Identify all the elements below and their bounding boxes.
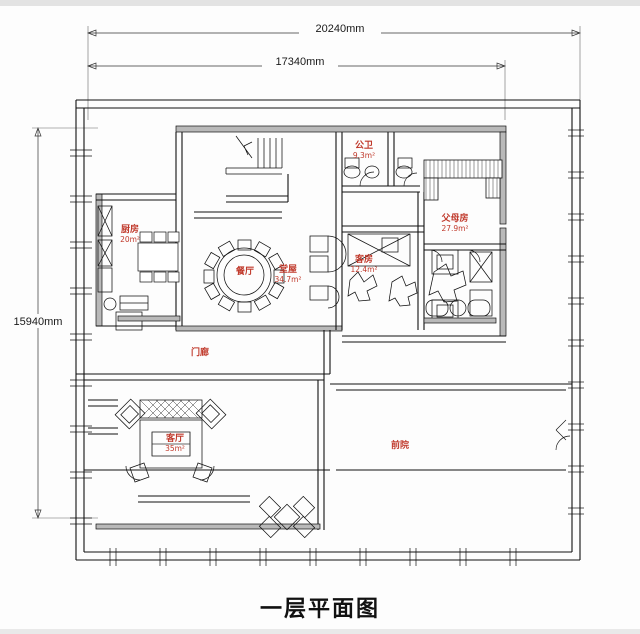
kitchen-table [137,231,180,283]
room-guest [342,192,425,330]
guest-wardrobe [347,271,378,302]
room-name-living: 客厅 [165,432,184,444]
dining-round-table [203,239,285,313]
sheet-title: 一层平面图 [260,597,380,622]
staircase [194,135,289,219]
parents-bed [428,263,467,303]
room-name-dining: 餐厅 [235,265,254,277]
room-area-guest: 12.4m² [350,265,377,274]
bottom-border-bar [0,629,640,634]
room-name-hall: 堂屋 [279,263,297,275]
bathroom-fixtures [343,157,413,179]
main-building-walls [95,125,507,343]
room-name-yard: 前院 [391,439,409,451]
dimension-overall-height-label: 15940mm [14,316,63,328]
dimension-building-width-label: 17340mm [276,56,325,68]
room-public-bathroom [342,132,420,193]
room-name-parents: 父母房 [440,212,468,224]
room-label-yard: 前院 [391,439,409,451]
porch-and-courtyard [76,330,572,530]
room-name-bath: 公卫 [355,140,373,151]
outdoor-table-set [258,495,316,539]
boundary-column-ticks [70,129,584,566]
room-parents [424,243,506,323]
dimension-overall-width-label: 20240mm [316,23,365,35]
parents-side-units [469,251,493,317]
room-hall-furniture [309,235,347,309]
room-area-parents: 27.9m² [441,224,468,233]
room-area-living: 35m² [165,444,185,453]
dimension-building-width: 17340mm [87,55,506,120]
room-dining [203,239,285,313]
room-area-kitchen: 20m² [120,235,140,244]
dimension-overall-width: 20240mm [87,22,581,120]
room-name-guest: 客房 [354,253,373,265]
kitchen-sink [103,295,149,331]
room-area-bath: 9.3m² [353,151,375,160]
guest-bed [347,233,411,267]
top-border-bar [0,0,640,6]
room-label-porch: 门廊 [191,346,209,358]
veranda-deck [423,159,503,201]
room-name-porch: 门廊 [191,346,209,358]
guest-bed-2 [388,275,418,307]
room-area-hall: 34.7m² [274,275,301,284]
room-living [114,398,250,503]
parents-wardrobe [431,249,459,275]
lower-bathroom-fixtures [423,299,497,324]
room-label-dining: 餐厅 [235,265,254,277]
room-name-kitchen: 厨房 [121,223,139,235]
room-label-bath: 公卫9.3m² [353,140,375,160]
room-kitchen [97,205,181,331]
